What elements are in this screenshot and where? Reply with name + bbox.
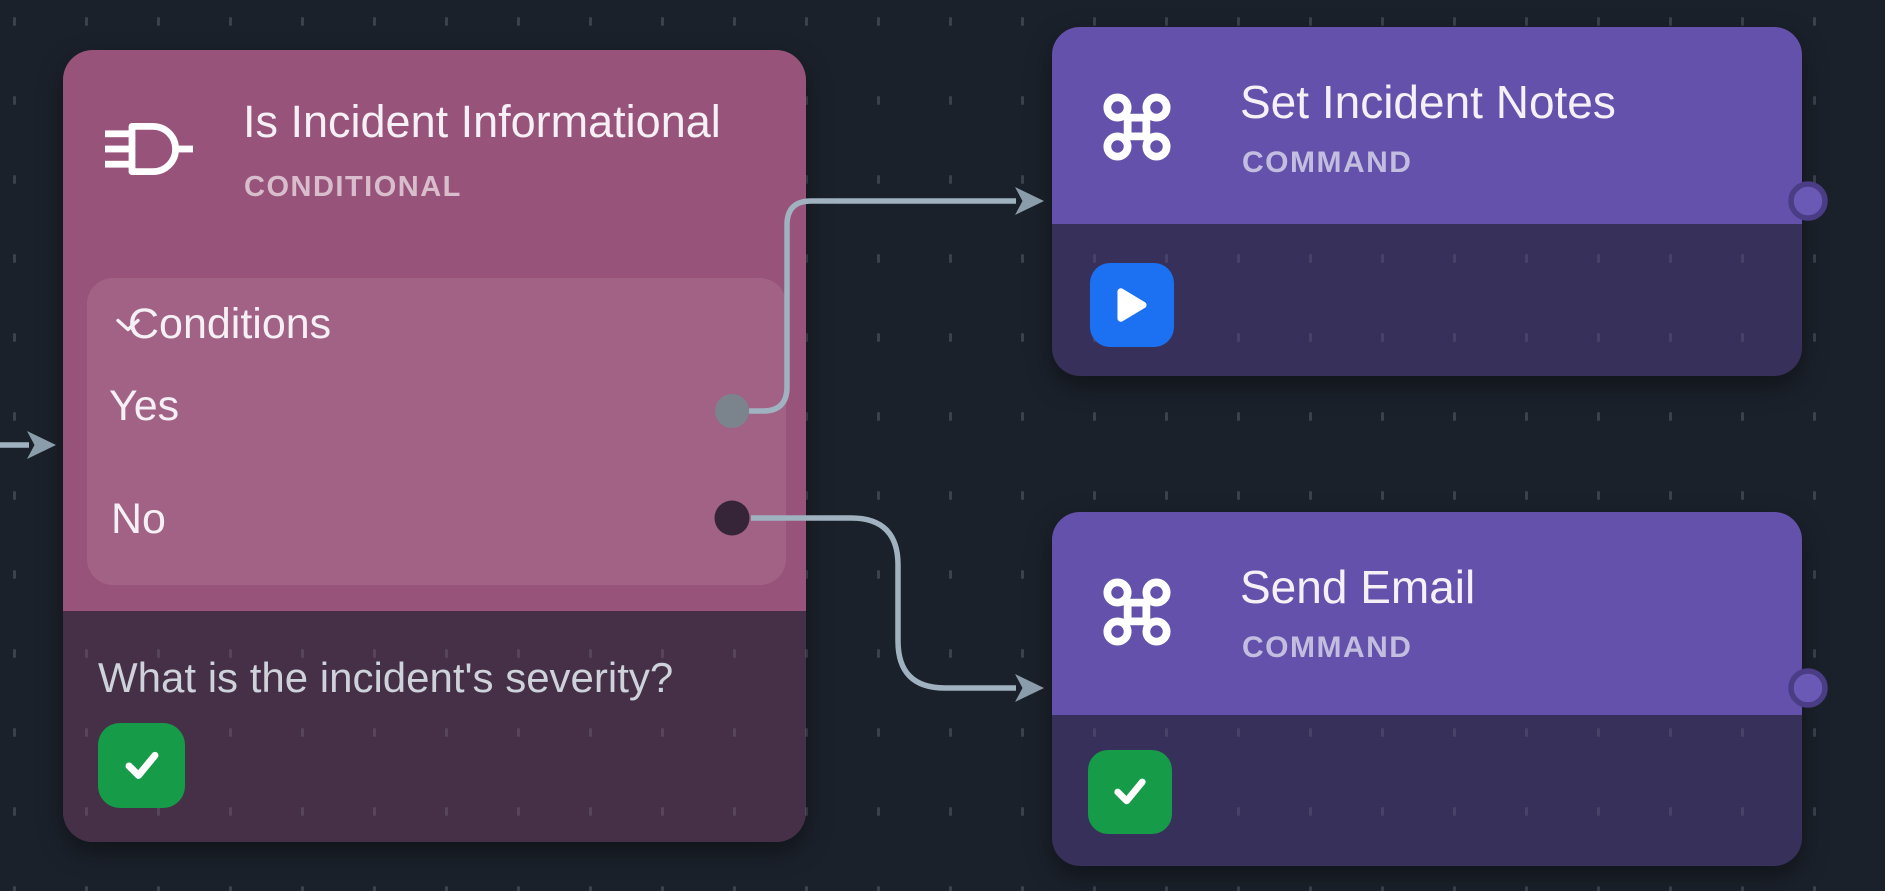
node-title: Set Incident Notes <box>1240 76 1616 128</box>
conditional-status-check-button[interactable] <box>98 723 185 808</box>
node-type-badge: COMMAND <box>1242 146 1413 179</box>
branch-label-no: No <box>111 495 166 543</box>
logic-gate-icon <box>105 123 193 175</box>
check-icon <box>1114 778 1146 805</box>
command-header <box>1052 27 1802 224</box>
command-icon <box>1103 578 1171 646</box>
chevron-down-icon <box>116 318 140 332</box>
conditional-header <box>63 50 806 611</box>
node-title: Is Incident Informational <box>243 96 721 147</box>
conditions-panel-toggle[interactable]: Conditions <box>87 300 786 348</box>
no-output-handle[interactable] <box>714 500 750 536</box>
yes-output-handle[interactable] <box>715 394 749 428</box>
edge-input-to-conditional[interactable] <box>0 431 56 459</box>
run-play-button[interactable] <box>1090 263 1174 347</box>
node-send-email[interactable]: Send Email COMMAND <box>1052 512 1802 866</box>
conditional-question-text: What is the incident's severity? <box>98 654 674 701</box>
branch-label-yes: Yes <box>109 382 180 430</box>
edge-no-to-send-email[interactable] <box>751 515 1044 702</box>
node-title: Send Email <box>1240 561 1476 613</box>
node-set-incident-notes[interactable]: Set Incident Notes COMMAND <box>1052 27 1802 376</box>
edge-yes-to-set-incident-notes[interactable] <box>749 187 1044 414</box>
set-incident-notes-output-handle[interactable] <box>1788 181 1828 221</box>
conditional-body <box>63 611 806 842</box>
node-type-badge: CONDITIONAL <box>244 171 462 203</box>
node-conditional[interactable]: Is Incident Informational CONDITIONAL Co… <box>63 50 806 842</box>
check-icon <box>125 751 158 779</box>
status-check-button[interactable] <box>1088 750 1172 834</box>
node-type-badge: COMMAND <box>1242 631 1413 664</box>
conditions-panel-label: Conditions <box>128 300 332 348</box>
conditions-panel: Conditions Yes No <box>87 278 786 585</box>
play-icon <box>1117 288 1147 322</box>
command-icon <box>1103 93 1171 161</box>
send-email-output-handle[interactable] <box>1788 668 1828 708</box>
command-header <box>1052 512 1802 715</box>
